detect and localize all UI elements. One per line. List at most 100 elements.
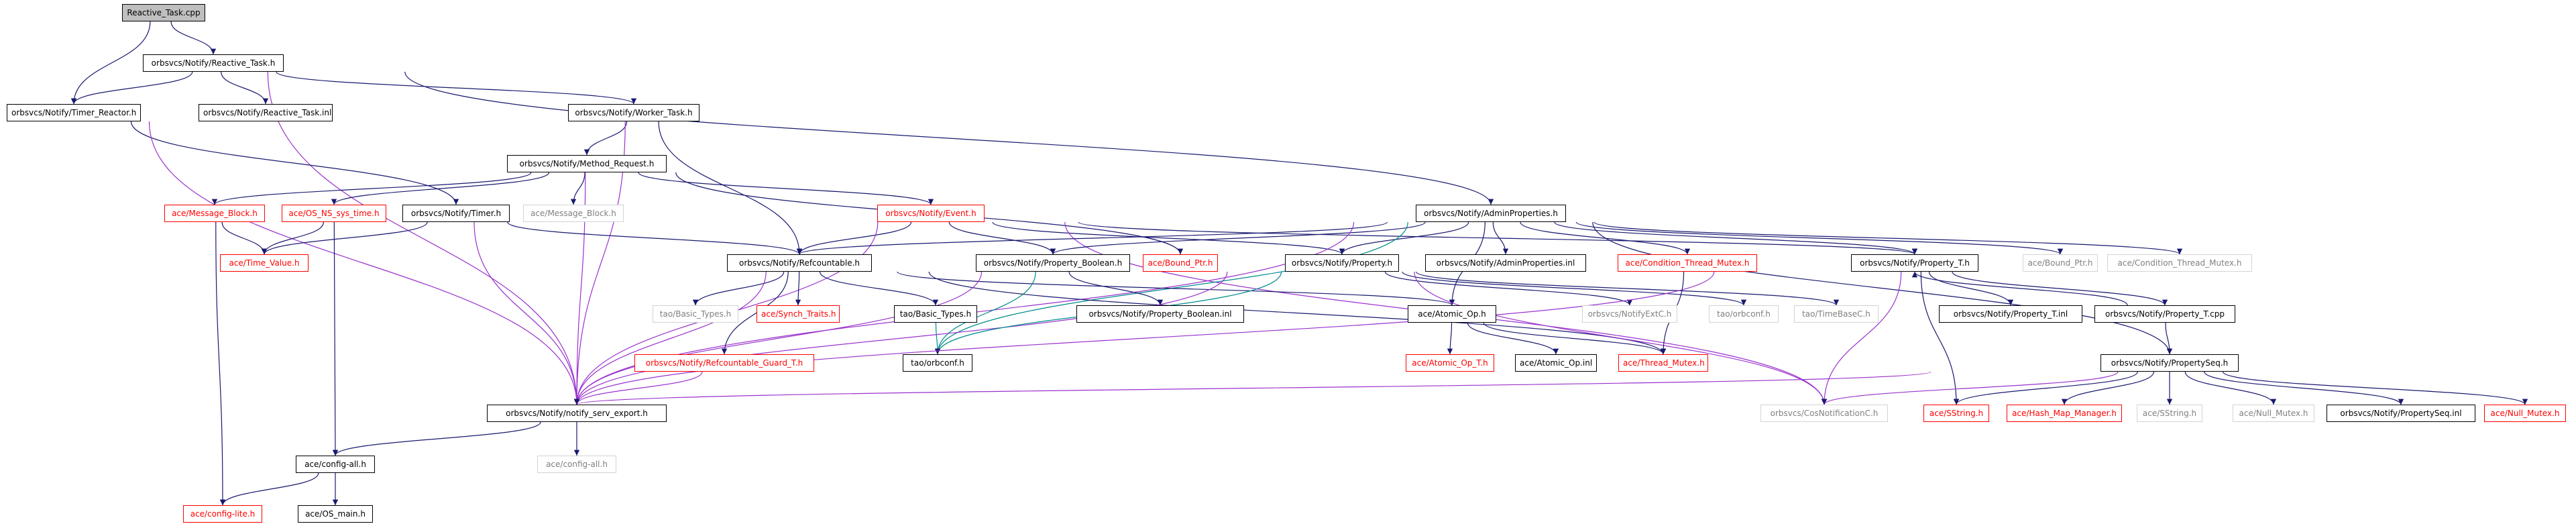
include-edge xyxy=(897,271,1455,306)
include-edge xyxy=(473,221,580,405)
include-edge xyxy=(1593,221,2182,255)
file-node-atomic-op-inl[interactable]: ace/Atomic_Op.inl xyxy=(1515,354,1597,372)
include-edge xyxy=(170,21,217,55)
include-edge xyxy=(2222,371,2528,405)
file-node-tao-orbconf-ghost: tao/orbconf.h xyxy=(1709,305,1779,323)
file-node-msg-block-ghost: ace/Message_Block.h xyxy=(523,205,624,222)
file-node-config-all-ghost: ace/config-all.h xyxy=(537,456,616,473)
include-edge xyxy=(658,121,803,255)
file-node-worker-task[interactable]: orbsvcs/Notify/Worker_Task.h xyxy=(568,104,699,121)
include-edge xyxy=(819,271,939,306)
file-node-prop-boolean-inl[interactable]: orbsvcs/Notify/Property_Boolean.inl xyxy=(1076,305,1244,323)
file-node-sstring-red[interactable]: ace/SString.h xyxy=(1923,405,1989,422)
file-node-os-ns-sys-time[interactable]: ace/OS_NS_sys_time.h xyxy=(282,205,386,222)
include-edge xyxy=(1415,271,1839,306)
include-edge xyxy=(267,71,580,405)
file-node-admin-props-inl[interactable]: orbsvcs/Notify/AdminProperties.inl xyxy=(1425,254,1586,272)
include-edge xyxy=(1952,271,2168,306)
file-node-refcountable[interactable]: orbsvcs/Notify/Refcountable.h xyxy=(727,254,872,272)
file-node-root[interactable]: Reactive_Task.cpp xyxy=(122,4,205,21)
include-edge xyxy=(574,371,1931,405)
include-edge xyxy=(261,221,428,255)
include-edge xyxy=(2204,371,2404,405)
include-edge xyxy=(1520,221,1691,255)
file-node-prop-boolean[interactable]: orbsvcs/Notify/Property_Boolean.h xyxy=(976,254,1130,272)
file-node-msg-block-red[interactable]: ace/Message_Block.h xyxy=(164,205,265,222)
include-edge xyxy=(1050,221,1426,255)
include-edge xyxy=(2184,371,2277,405)
include-edge xyxy=(948,221,1056,255)
include-edge xyxy=(1575,221,2063,255)
include-edge xyxy=(638,172,934,205)
include-edge xyxy=(573,121,626,405)
file-node-time-value[interactable]: ace/Time_Value.h xyxy=(220,254,309,272)
include-edge xyxy=(570,172,585,205)
include-edge xyxy=(573,271,767,405)
edge-layer xyxy=(70,21,2528,506)
include-edge xyxy=(1928,271,2014,306)
file-node-event-h[interactable]: orbsvcs/Notify/Event.h xyxy=(877,205,985,222)
file-node-config-lite[interactable]: ace/config-lite.h xyxy=(183,505,262,523)
file-node-null-mutex-ghost: ace/Null_Mutex.h xyxy=(2233,405,2314,422)
include-edge xyxy=(1953,371,2138,405)
file-node-property-t-inl[interactable]: orbsvcs/Notify/Property_T.inl xyxy=(1939,305,2082,323)
include-edge xyxy=(934,271,1036,355)
include-edge xyxy=(573,271,1715,405)
file-node-bound-ptr-red[interactable]: ace/Bound_Ptr.h xyxy=(1143,254,1218,272)
file-node-cond-thread-mutex-red[interactable]: ace/Condition_Thread_Mutex.h xyxy=(1618,254,1757,272)
include-edge xyxy=(1821,371,2119,405)
include-edge xyxy=(404,71,1494,205)
file-node-tao-timebase: tao/TimeBaseC.h xyxy=(1794,305,1879,323)
include-edge xyxy=(1447,322,1453,355)
file-node-method-request[interactable]: orbsvcs/Notify/Method_Request.h xyxy=(507,155,667,172)
file-node-os-main[interactable]: ace/OS_main.h xyxy=(298,505,373,523)
file-node-synch-traits[interactable]: ace/Synch_Traits.h xyxy=(757,305,840,323)
file-node-property-t-cpp[interactable]: orbsvcs/Notify/Property_T.cpp xyxy=(2094,305,2235,323)
file-node-reactive-inl[interactable]: orbsvcs/Notify/Reactive_Task.inl xyxy=(199,104,333,121)
include-edge xyxy=(2061,371,2155,405)
file-node-reactive-h[interactable]: orbsvcs/Notify/Reactive_Task.h xyxy=(143,54,284,72)
file-node-timer-h[interactable]: orbsvcs/Notify/Timer.h xyxy=(402,205,510,222)
include-edge xyxy=(1920,271,1960,405)
include-edge xyxy=(583,121,628,156)
file-node-null-mutex-red[interactable]: ace/Null_Mutex.h xyxy=(2484,405,2566,422)
file-node-timer-reactor[interactable]: orbsvcs/Notify/Timer_Reactor.h xyxy=(7,104,141,121)
file-node-property-t-h[interactable]: orbsvcs/Notify/Property_T.h xyxy=(1851,254,1978,272)
include-edge xyxy=(1384,271,1633,306)
include-edge xyxy=(1592,221,2173,355)
include-edge xyxy=(148,121,580,405)
include-edge xyxy=(332,221,339,456)
file-node-notify-ext: orbsvcs/NotifyExtC.h xyxy=(1582,305,1677,323)
include-edge xyxy=(1467,322,1559,355)
file-node-thread-mutex[interactable]: ace/Thread_Mutex.h xyxy=(1618,354,1708,372)
file-node-notify-serv-export[interactable]: orbsvcs/Notify/notify_serv_export.h xyxy=(487,405,667,422)
file-node-property-seq[interactable]: orbsvcs/Notify/PropertySeq.h xyxy=(2101,354,2239,372)
include-edge xyxy=(795,271,801,306)
file-node-atomic-op-t[interactable]: ace/Atomic_Op_T.h xyxy=(1406,354,1494,372)
file-node-hash-map-manager[interactable]: ace/Hash_Map_Manager.h xyxy=(2007,405,2122,422)
include-edge xyxy=(1492,221,1509,255)
file-node-atomic-op[interactable]: ace/Atomic_Op.h xyxy=(1408,305,1496,323)
include-edge xyxy=(1821,271,1902,405)
file-node-config-all-std[interactable]: ace/config-all.h xyxy=(296,456,375,473)
file-node-tao-orbconf-std[interactable]: tao/orbconf.h xyxy=(903,354,972,372)
include-edge xyxy=(692,271,785,306)
include-edge xyxy=(215,221,226,506)
include-edge xyxy=(332,421,541,456)
file-node-tao-basic-types-ghost: tao/Basic_Types.h xyxy=(653,305,738,323)
file-node-sstring-ghost: ace/SString.h xyxy=(2137,405,2202,422)
file-node-refcountable-guard[interactable]: orbsvcs/Notify/Refcountable_Guard_T.h xyxy=(634,354,814,372)
include-edge xyxy=(507,221,803,255)
file-node-cos-notification: orbsvcs/CosNotificationC.h xyxy=(1760,405,1888,422)
include-edge xyxy=(70,71,193,105)
include-edge xyxy=(573,271,1228,405)
file-node-property-seq-inl[interactable]: orbsvcs/Notify/PropertySeq.inl xyxy=(2327,405,2475,422)
include-edge xyxy=(1554,221,1918,255)
file-node-cond-thread-mutex-ghost: ace/Condition_Thread_Mutex.h xyxy=(2107,254,2252,272)
include-edge xyxy=(1339,221,1469,255)
include-edge xyxy=(573,371,703,405)
file-node-tao-basic-types-std[interactable]: tao/Basic_Types.h xyxy=(894,305,977,323)
file-node-admin-props[interactable]: orbsvcs/Notify/AdminProperties.h xyxy=(1416,205,1566,222)
file-node-property-h[interactable]: orbsvcs/Notify/Property.h xyxy=(1285,254,1399,272)
